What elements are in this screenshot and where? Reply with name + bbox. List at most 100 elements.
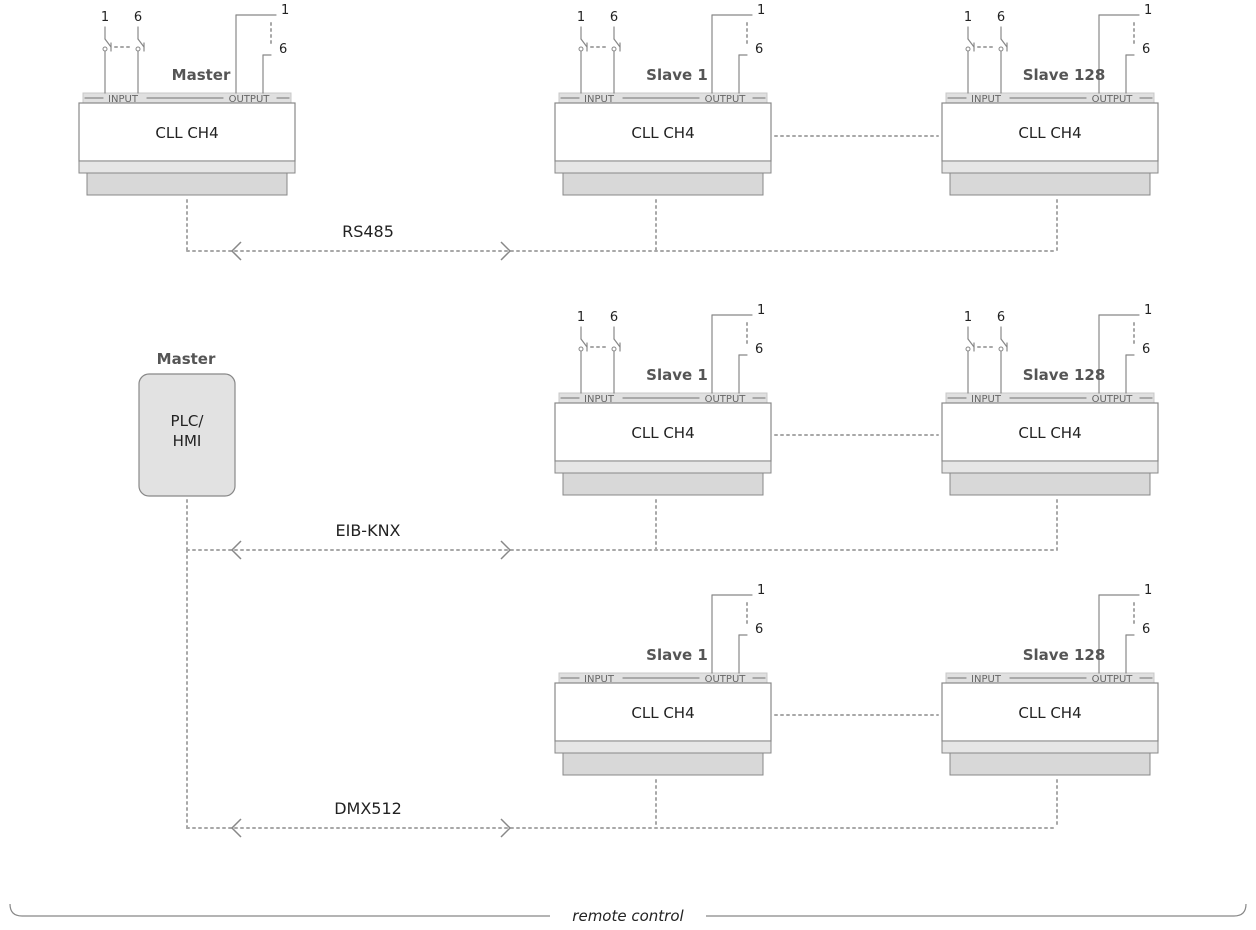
- device-model-label: CLL CH4: [1018, 704, 1081, 722]
- input-label: INPUT: [584, 394, 615, 405]
- input-index-6: 6: [610, 10, 618, 25]
- arrow-right-icon: [500, 241, 512, 261]
- output-index-6: 6: [1142, 622, 1150, 637]
- input-index-6: 6: [997, 10, 1005, 25]
- output-index-1: 1: [1144, 583, 1152, 598]
- device-base-panel: [562, 472, 764, 496]
- eib-knx-bus: EIB-KNX: [186, 499, 1058, 560]
- dmx512-bus: DMX512: [186, 779, 1058, 838]
- arrow-right-icon: [500, 540, 512, 560]
- device-body: [941, 682, 1159, 742]
- device-role-label: Slave 1: [646, 366, 708, 384]
- output-label: OUTPUT: [705, 394, 747, 405]
- device-body: [941, 402, 1159, 462]
- output-index-1: 1: [1144, 303, 1152, 318]
- input-label: INPUT: [971, 394, 1002, 405]
- device-base-panel: [949, 172, 1151, 196]
- hmi-label: HMI: [173, 432, 202, 450]
- output-index-6: 6: [1142, 342, 1150, 357]
- output-index-1: 1: [1144, 3, 1152, 18]
- arrow-left-icon: [230, 540, 242, 560]
- bracket-right: [706, 903, 1247, 917]
- arrow-right-icon: [500, 818, 512, 838]
- output-index-1: 1: [757, 3, 765, 18]
- bracket-left: [9, 903, 550, 917]
- device-bottom-strip: [554, 460, 772, 474]
- arrow-left-icon: [230, 241, 242, 261]
- input-index-6: 6: [134, 10, 142, 25]
- device-model-label: CLL CH4: [1018, 124, 1081, 142]
- device-body: [554, 102, 772, 162]
- switch-lever: [1000, 338, 1008, 348]
- switch-lever: [967, 38, 975, 48]
- plc-hmi-box: [138, 373, 236, 497]
- input-index-1: 1: [964, 10, 972, 25]
- output-index-1: 1: [757, 303, 765, 318]
- output-label: OUTPUT: [1092, 394, 1134, 405]
- output-index-6: 6: [755, 42, 763, 57]
- device-base-panel: [562, 752, 764, 776]
- switch-lever: [1000, 38, 1008, 48]
- plc-label: PLC/: [171, 412, 205, 430]
- device-bottom-strip: [941, 460, 1159, 474]
- device-model-label: CLL CH4: [631, 704, 694, 722]
- device-bottom-strip: [78, 160, 296, 174]
- switch-lever: [613, 38, 621, 48]
- switch-lever: [580, 338, 588, 348]
- output-label: OUTPUT: [229, 94, 271, 105]
- device-role-label: Slave 1: [646, 646, 708, 664]
- bus-protocol-label: EIB-KNX: [336, 521, 401, 540]
- output-label: OUTPUT: [705, 94, 747, 105]
- device-base-panel: [562, 172, 764, 196]
- device-role-label: Slave 1: [646, 66, 708, 84]
- device-base-panel: [86, 172, 288, 196]
- device-base-panel: [949, 472, 1151, 496]
- switch-lever: [613, 338, 621, 348]
- device-role-label: Master: [172, 66, 231, 84]
- device-bottom-strip: [554, 160, 772, 174]
- device-model-label: CLL CH4: [631, 124, 694, 142]
- output-index-1: 1: [281, 3, 289, 18]
- output-label: OUTPUT: [1092, 94, 1134, 105]
- input-index-1: 1: [101, 10, 109, 25]
- rs485-bus: RS485: [186, 199, 1058, 261]
- input-index-1: 1: [577, 10, 585, 25]
- output-label: OUTPUT: [705, 674, 747, 685]
- device-role-label: Slave 128: [1023, 366, 1106, 384]
- output-index-6: 6: [279, 42, 287, 57]
- input-label: INPUT: [584, 674, 615, 685]
- bus-protocol-label: DMX512: [334, 799, 402, 818]
- input-index-1: 1: [577, 310, 585, 325]
- output-index-6: 6: [755, 342, 763, 357]
- remote-control-label: remote control: [572, 907, 684, 925]
- device-model-label: CLL CH4: [1018, 424, 1081, 442]
- device-bottom-strip: [941, 160, 1159, 174]
- device-bottom-strip: [554, 740, 772, 754]
- device-model-label: CLL CH4: [631, 424, 694, 442]
- switch-lever: [137, 38, 145, 48]
- device-model-label: CLL CH4: [155, 124, 218, 142]
- switch-lever: [967, 338, 975, 348]
- input-index-1: 1: [964, 310, 972, 325]
- output-index-6: 6: [1142, 42, 1150, 57]
- input-label: INPUT: [108, 94, 139, 105]
- input-index-6: 6: [997, 310, 1005, 325]
- output-index-1: 1: [757, 583, 765, 598]
- switch-lever: [580, 38, 588, 48]
- output-index-6: 6: [755, 622, 763, 637]
- device-role-label: Slave 128: [1023, 66, 1106, 84]
- device-body: [554, 402, 772, 462]
- device-bottom-strip: [941, 740, 1159, 754]
- input-index-6: 6: [610, 310, 618, 325]
- device-base-panel: [949, 752, 1151, 776]
- input-label: INPUT: [971, 674, 1002, 685]
- switch-lever: [104, 38, 112, 48]
- output-label: OUTPUT: [1092, 674, 1134, 685]
